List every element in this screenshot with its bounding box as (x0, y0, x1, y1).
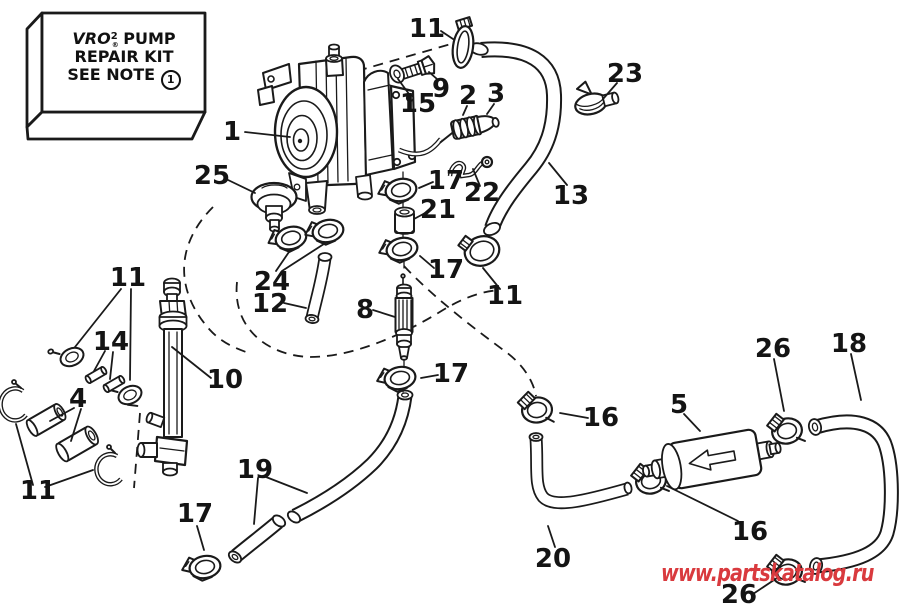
part-18-hose (807, 414, 899, 575)
callout-part-11: 11 (487, 281, 523, 311)
part-16-clamp-top (515, 387, 555, 428)
callout-part-26: 26 (755, 334, 791, 364)
part-1-pump-assembly (257, 43, 443, 215)
callout-part-26: 26 (721, 580, 757, 605)
callout-part-19: 19 (237, 455, 273, 485)
callout-part-11: 11 (20, 476, 56, 506)
callout-part-24: 24 (254, 267, 290, 297)
callout-part-9: 9 (432, 74, 450, 104)
part-22-wire-link (447, 155, 494, 179)
part-20-hose (528, 432, 633, 510)
callout-part-13: 13 (553, 181, 589, 211)
watermark-url: www.partskatalog.ru (661, 559, 874, 587)
part-11-retainer-a (47, 346, 85, 368)
callout-part-12: 12 (252, 289, 288, 319)
callout-part-16: 16 (732, 517, 768, 547)
callout-labels: 1 11 9 15 2 3 23 13 25 17 22 21 17 11 24… (20, 14, 867, 605)
callout-part-17: 17 (428, 166, 464, 196)
callout-part-23: 23 (607, 59, 643, 89)
callout-part-2: 2 (459, 81, 477, 111)
callout-part-21: 21 (420, 195, 456, 225)
note-line-1: VRO2® PUMP (46, 29, 202, 50)
part-14-tube-a (84, 365, 108, 385)
part-4-cylinder-b (55, 425, 99, 463)
callout-part-14: 14 (93, 327, 129, 357)
callout-part-18: 18 (831, 329, 867, 359)
callout-part-11: 11 (110, 263, 146, 293)
part-17-grommet-a (374, 173, 420, 209)
callout-part-15: 15 (400, 89, 436, 119)
part-17-grommet-b (375, 232, 421, 268)
callout-part-3: 3 (487, 79, 505, 109)
part-17-grommet-c (374, 362, 419, 396)
repair-kit-box (25, 11, 207, 141)
callout-part-17: 17 (428, 255, 464, 285)
part-2-3-sensor (439, 114, 500, 144)
part-9-bolt (400, 55, 436, 80)
callout-part-10: 10 (207, 365, 243, 395)
callout-part-16: 16 (583, 403, 619, 433)
part-13-hose (469, 41, 563, 237)
vro-sup: 2 (110, 31, 118, 42)
vro-brand: VRO (72, 29, 111, 48)
part-5-fuel-filter (642, 428, 782, 491)
part-10-fuel-line (136, 277, 189, 477)
note-number-circled: 1 (160, 70, 181, 90)
callout-part-22: 22 (464, 178, 500, 208)
part-25-knob (250, 181, 298, 233)
part-15-washer (389, 64, 405, 84)
part-11-clamp-mid (457, 234, 501, 267)
part-17-grommet-d (179, 551, 224, 585)
callout-part-11: 11 (409, 14, 445, 44)
part-21-bushing (394, 206, 415, 235)
leader-lines (15, 30, 862, 595)
callout-part-5: 5 (670, 390, 688, 420)
note-line-2: REPAIR KIT (74, 47, 174, 66)
part-11-c-clip-bottom (94, 444, 123, 487)
part-11-clamp-top (451, 16, 475, 69)
note-line3-text: SEE NOTE (67, 65, 156, 84)
callout-part-4: 4 (69, 384, 87, 414)
callout-part-8: 8 (356, 295, 374, 325)
part-4-cylinder-a (25, 403, 67, 437)
callout-part-17: 17 (177, 499, 213, 529)
part-11-c-clip-left (0, 379, 28, 423)
part-12-hose (304, 252, 333, 324)
part-19-hoses (227, 389, 414, 564)
part-8-inline-filter (394, 273, 414, 361)
note-line1-rest: PUMP (117, 29, 176, 48)
callout-part-25: 25 (194, 161, 230, 191)
callout-part-17: 17 (433, 359, 469, 389)
part-23-fitting (574, 80, 620, 116)
callout-part-20: 20 (535, 544, 571, 574)
repair-kit-note: VRO2® PUMP REPAIR KIT SEE NOTE 1 (46, 30, 202, 90)
registered-mark: ® (111, 41, 119, 49)
note-line-3: SEE NOTE 1 (46, 66, 202, 90)
callout-part-1: 1 (223, 117, 241, 147)
part-14-tube-b (102, 374, 126, 394)
